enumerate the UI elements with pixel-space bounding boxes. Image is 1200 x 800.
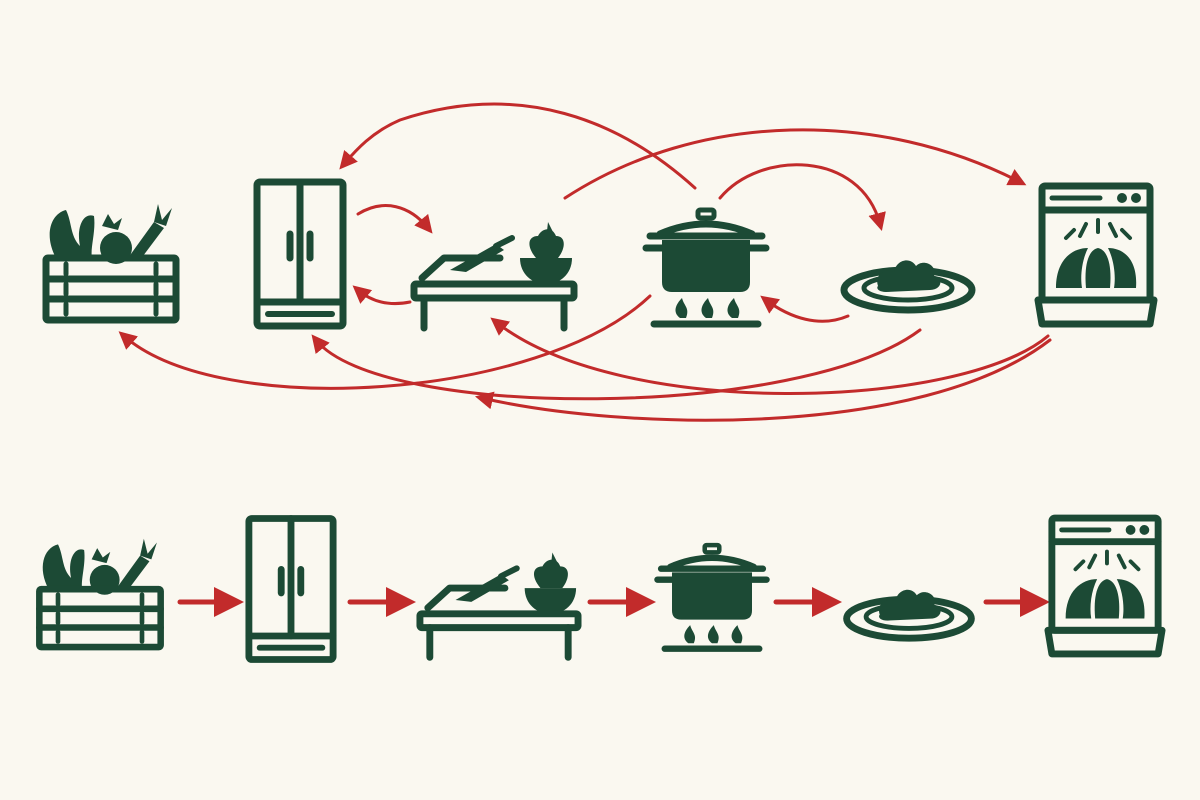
- cooking-pot-icon: [657, 545, 766, 649]
- arrow-stove-to-produce: [118, 294, 652, 390]
- arrow-stove-to-plate: [718, 163, 886, 231]
- prep-table-icon: [420, 553, 578, 658]
- arrow-dishwasher-to-prep-b: [474, 338, 1052, 422]
- refrigerator-icon: [249, 519, 333, 660]
- station-icons-bottom: [39, 518, 1162, 659]
- cooking-pot-icon: [646, 210, 766, 324]
- arrow-prep-to-fridge: [352, 285, 412, 305]
- vegetable-crate-icon: [39, 539, 160, 647]
- tangled-arrows: [118, 102, 1052, 422]
- arrow-fridge-to-prep: [356, 204, 433, 234]
- vegetable-crate-icon: [46, 204, 176, 320]
- dishwasher-icon: [1048, 518, 1162, 654]
- arrow-stove-to-fridge: [339, 102, 697, 190]
- served-plate-icon: [847, 590, 972, 638]
- arrow-dishwasher-to-prep-a: [490, 317, 1050, 395]
- dishwasher-icon: [1038, 186, 1154, 324]
- refrigerator-icon: [257, 182, 343, 326]
- linear-workflow-row: [39, 518, 1162, 659]
- station-icons-top: [46, 182, 1154, 328]
- arrow-plate-to-stove: [760, 295, 850, 323]
- arrow-plate-to-fridge: [311, 328, 922, 401]
- arrow-prep-to-dishwasher: [563, 128, 1027, 200]
- served-plate-icon: [844, 260, 972, 310]
- chaotic-workflow-row: [46, 102, 1154, 422]
- prep-table-icon: [414, 222, 574, 328]
